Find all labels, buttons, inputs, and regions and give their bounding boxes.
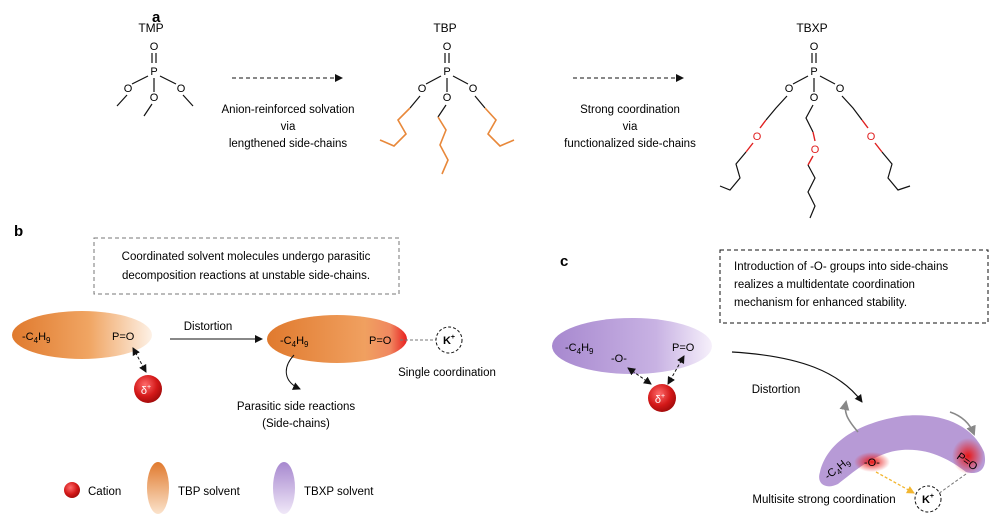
bend-arrow-right xyxy=(949,411,976,436)
tmp-molecule: TMP O P O O O xyxy=(116,21,194,117)
panel-b-box-line2: decomposition reactions at unstable side… xyxy=(122,270,370,282)
step1-caption-1: Anion-reinforced solvation xyxy=(222,104,355,116)
tbp-after-group: -C4H9 xyxy=(280,335,309,349)
tbp-after-po: P=O xyxy=(369,335,392,347)
tbp-p: P xyxy=(443,66,450,78)
tbxp-left-ether-o: O xyxy=(753,131,762,143)
cation-sphere-b xyxy=(134,375,162,403)
k-ion-b-label: K+ xyxy=(443,334,455,347)
panel-c-box-line3: mechanism for enhanced stability. xyxy=(734,297,907,309)
panel-a-letter: a xyxy=(152,9,161,26)
tbxp-solvent-bent xyxy=(819,415,986,487)
tbp-o-top: O xyxy=(443,41,452,53)
bend-arrow-left xyxy=(839,400,859,433)
k-ion-c xyxy=(914,485,942,513)
panel-c-distortion-arrow xyxy=(731,351,863,403)
panel-c-textbox xyxy=(719,249,989,324)
panel-c-box-line2: realizes a multidentate coordination xyxy=(734,279,915,291)
po-coordination-arrow xyxy=(667,355,685,385)
bent-group: -C4H9 xyxy=(822,455,853,484)
tmp-o-right: O xyxy=(177,83,186,95)
step2-caption-2: via xyxy=(623,121,638,133)
tbp-before-coordination-arrow xyxy=(132,347,147,373)
tbp-right-chain xyxy=(484,107,515,147)
tmp-p: P xyxy=(150,66,157,78)
tmp-title: TMP xyxy=(138,21,163,35)
panel-c-letter: c xyxy=(560,253,568,270)
tbp-o-left: O xyxy=(418,83,427,95)
bent-po-red-site xyxy=(952,438,984,474)
panel-b-textbox xyxy=(93,237,400,295)
legend-tbxp-swatch xyxy=(273,462,295,514)
parasitic-label-1: Parasitic side reactions xyxy=(237,401,355,413)
tbxp-o-left: O xyxy=(785,83,794,95)
step2-caption-1: Strong coordination xyxy=(580,104,680,116)
legend-tbp-label: TBP solvent xyxy=(178,486,241,498)
step1-caption-3: lengthened side-chains xyxy=(229,138,348,150)
tbxp-o-right: O xyxy=(836,83,845,95)
panel-c-box-line1: Introduction of -O- groups into side-cha… xyxy=(734,261,948,273)
step1-caption-2: via xyxy=(281,121,296,133)
legend-cation-label: Cation xyxy=(88,486,121,498)
tbxp-o-top: O xyxy=(810,41,819,53)
step2-caption-3: functionalized side-chains xyxy=(564,138,696,150)
legend-tbp-swatch xyxy=(147,462,169,514)
ether-k-coordination xyxy=(875,471,915,494)
legend-cation-swatch xyxy=(64,482,80,498)
legend: Cation TBP solvent TBXP solvent xyxy=(64,462,374,514)
tbxp-before-ether: -O- xyxy=(611,353,627,365)
panel-b-distortion-label: Distortion xyxy=(184,321,233,333)
bent-ether-red-site xyxy=(854,452,890,472)
tmp-o-left: O xyxy=(124,83,133,95)
cation-b-label: δ+ xyxy=(141,384,151,397)
tbp-o-right: O xyxy=(469,83,478,95)
panel-b-box-line1: Coordinated solvent molecules undergo pa… xyxy=(122,251,371,263)
tbxp-o-mid: O xyxy=(810,92,819,104)
tbxp-mid-ether-o: O xyxy=(811,144,820,156)
tbp-title: TBP xyxy=(433,21,456,35)
tbp-left-chain xyxy=(379,107,411,147)
tmp-o-top: O xyxy=(150,41,159,53)
k-ion-b xyxy=(435,326,463,354)
tbxp-before-po: P=O xyxy=(672,342,695,354)
parasitic-arrow xyxy=(285,354,301,390)
legend-tbxp-label: TBXP solvent xyxy=(304,486,374,498)
panel-b-letter: b xyxy=(14,223,23,240)
tbp-solvent-ellipse-before xyxy=(12,311,152,359)
tbxp-molecule: TBXP O P O O O O O O xyxy=(719,21,911,219)
tmp-o-mid: O xyxy=(150,92,159,104)
tbp-mid-chain xyxy=(437,116,449,175)
tbp-before-po: P=O xyxy=(112,331,135,343)
tbp-molecule: TBP O P O O O xyxy=(379,21,515,175)
po-k-coordination xyxy=(937,473,967,495)
cation-c-label: δ+ xyxy=(655,393,665,406)
parasitic-label-2: (Side-chains) xyxy=(262,418,330,430)
k-ion-c-label: K+ xyxy=(922,493,934,506)
tbxp-before-group: -C4H9 xyxy=(565,342,594,356)
tbp-o-mid: O xyxy=(443,92,452,104)
multisite-label: Multisite strong coordination xyxy=(752,494,895,506)
tbxp-p: P xyxy=(810,66,817,78)
tbxp-right-ether-o: O xyxy=(867,131,876,143)
tbp-solvent-ellipse-after xyxy=(267,315,407,363)
single-coordination-label: Single coordination xyxy=(398,367,496,379)
panel-c-distortion-label: Distortion xyxy=(752,384,801,396)
tbxp-title: TBXP xyxy=(796,21,827,35)
cation-sphere-c xyxy=(648,384,676,412)
tbp-before-group: -C4H9 xyxy=(22,331,51,345)
bent-ether: -O- xyxy=(864,457,880,469)
